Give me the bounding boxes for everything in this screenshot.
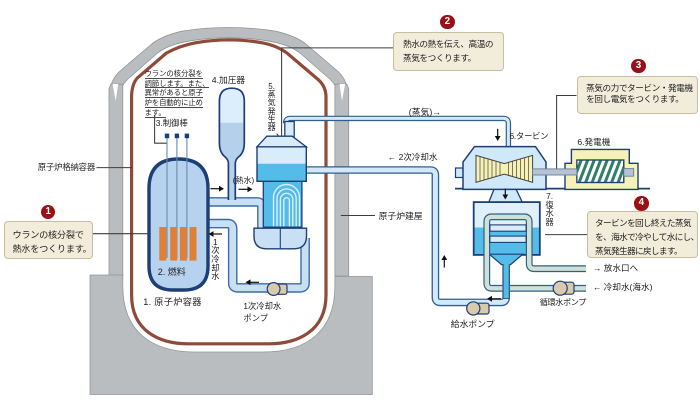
primary-cold-leg-pipe <box>206 218 310 293</box>
circulating-pump-label: 循環水ポンプ <box>539 297 587 307</box>
steam-label: (蒸気)→ <box>408 106 442 117</box>
callout3-leader <box>556 94 577 169</box>
feedwater-pump-label: 給水ポンプ <box>450 318 495 329</box>
turbine-rotor-stages <box>479 156 529 182</box>
note-line: 炉を自動的に止め <box>144 98 203 108</box>
sg-u-tubes <box>272 183 301 227</box>
note-line: 異常があると原子 <box>144 88 203 99</box>
callout-1-number: 1 <box>41 205 56 220</box>
circulating-water-pump <box>552 280 575 296</box>
callout2-leader <box>281 47 393 145</box>
callout-2-box: 熱水の熱を伝え、高温の 蒸気をつくります。 <box>393 31 504 72</box>
condenser-hopper <box>487 253 525 266</box>
control-rods-squares <box>164 133 190 139</box>
callout-3-text: を回し電気をつくります。 <box>586 94 684 105</box>
steam-generator <box>253 120 309 250</box>
callout-3-text: 蒸気の力でタービン・発電機 <box>586 82 693 93</box>
fuel-rods <box>159 227 197 261</box>
hot-water-flow-arrow <box>238 186 253 193</box>
reactor-building-label: 原子炉建屋 <box>378 211 423 221</box>
callout-4-number: 4 <box>634 196 649 211</box>
exhaust-flow-arrow <box>502 188 509 200</box>
condenser-label: 7. 復 水 器 <box>545 190 554 227</box>
discharge-outlet-label: → 放水口へ <box>592 263 639 273</box>
pump-run-flow-arrow <box>245 279 259 286</box>
callout-4-text: 蒸気発生器に戻します。 <box>595 246 683 257</box>
callout-2-number: 2 <box>440 14 455 29</box>
fuel-label: 2. 燃料 <box>157 266 186 277</box>
control-rod-note: ウランの核分裂を 調節します。また、 異常があると原子 炉を自動的に止め ます。 <box>144 68 210 119</box>
feed-run-flow-arrow <box>487 295 501 302</box>
hot-leg-flow-arrow <box>210 185 224 192</box>
steam-generator-label: 5. 蒸 気 発 生 器 <box>267 81 276 133</box>
turbine-generator-shaft <box>532 168 635 177</box>
building-right-wall <box>334 83 350 277</box>
note-line: ウランの核分裂を <box>144 68 203 79</box>
callout-3-number: 3 <box>631 58 646 74</box>
callout-4-text: タービンを回し終えた蒸気 <box>595 218 692 229</box>
callout-1-box: ウランの核分裂で 熱水をつくります。 <box>3 220 93 259</box>
flow-arrows <box>208 128 509 302</box>
primary-hot-leg-pipe <box>204 197 267 240</box>
primary-coolant-label: 1 次 冷 却 水 <box>211 236 220 282</box>
feedwater-pump <box>466 301 490 316</box>
control-rods-label: 3.制御棒 <box>155 117 188 128</box>
callout-1-text: ウランの核分裂で <box>12 229 84 240</box>
callout-2-text: 熱水の熱を伝え、高温の <box>403 39 494 50</box>
cold-leg-flow-arrow <box>208 231 222 237</box>
riser-flow-arrow <box>441 255 448 268</box>
generator <box>564 148 639 191</box>
seawater-pipe <box>483 213 586 292</box>
primary-coolant-pump-label: 1次冷却水 ポンプ <box>243 301 282 323</box>
main-steam-pipe <box>282 115 512 147</box>
pressurizer-label: 4.加圧器 <box>211 74 246 85</box>
building-foundation <box>89 274 373 395</box>
containment-vessel-label: 原子炉格納容器 <box>37 162 96 173</box>
control-rods-label-leader <box>154 115 167 144</box>
callout-2-text: 蒸気をつくります。 <box>403 53 476 64</box>
reactor-building <box>89 27 373 395</box>
primary-coolant-pump <box>266 282 288 297</box>
note-line: ます。 <box>144 107 166 118</box>
generator-label: 6.発電機 <box>577 137 611 148</box>
turbine-label: 6.タービン <box>509 131 549 142</box>
turbine <box>454 145 547 191</box>
wall-top-notches <box>112 84 346 101</box>
note-line: 調節します。また、 <box>144 78 210 89</box>
reactor-vessel-label: 1. 原子炉容器 <box>143 296 202 307</box>
callout-4-text: を、海水で冷やして水にし、 <box>595 232 698 243</box>
generator-rotor-hatch <box>576 160 624 183</box>
condenser-tube-bars <box>489 224 527 243</box>
hot-water-label: (熱水) <box>232 176 255 186</box>
secondary-coolant-label: ← 2次冷却水 <box>387 151 438 162</box>
building-left-wall <box>108 83 124 277</box>
steam-drop-flow-arrow <box>494 128 501 141</box>
reactor-vessel <box>147 133 210 292</box>
callout-3-box: 蒸気の力でタービン・発電機 を回し電気をつくります。 <box>576 75 698 114</box>
callout-1-text: 熱水をつくります。 <box>12 244 92 254</box>
callout-4-box: タービンを回し終えた蒸気 を、海水で冷やして水にし、 蒸気発生器に戻します。 <box>587 210 698 259</box>
turbine-rotor <box>475 154 534 183</box>
cooling-seawater-label: ← 冷却水(海水) <box>592 282 653 293</box>
